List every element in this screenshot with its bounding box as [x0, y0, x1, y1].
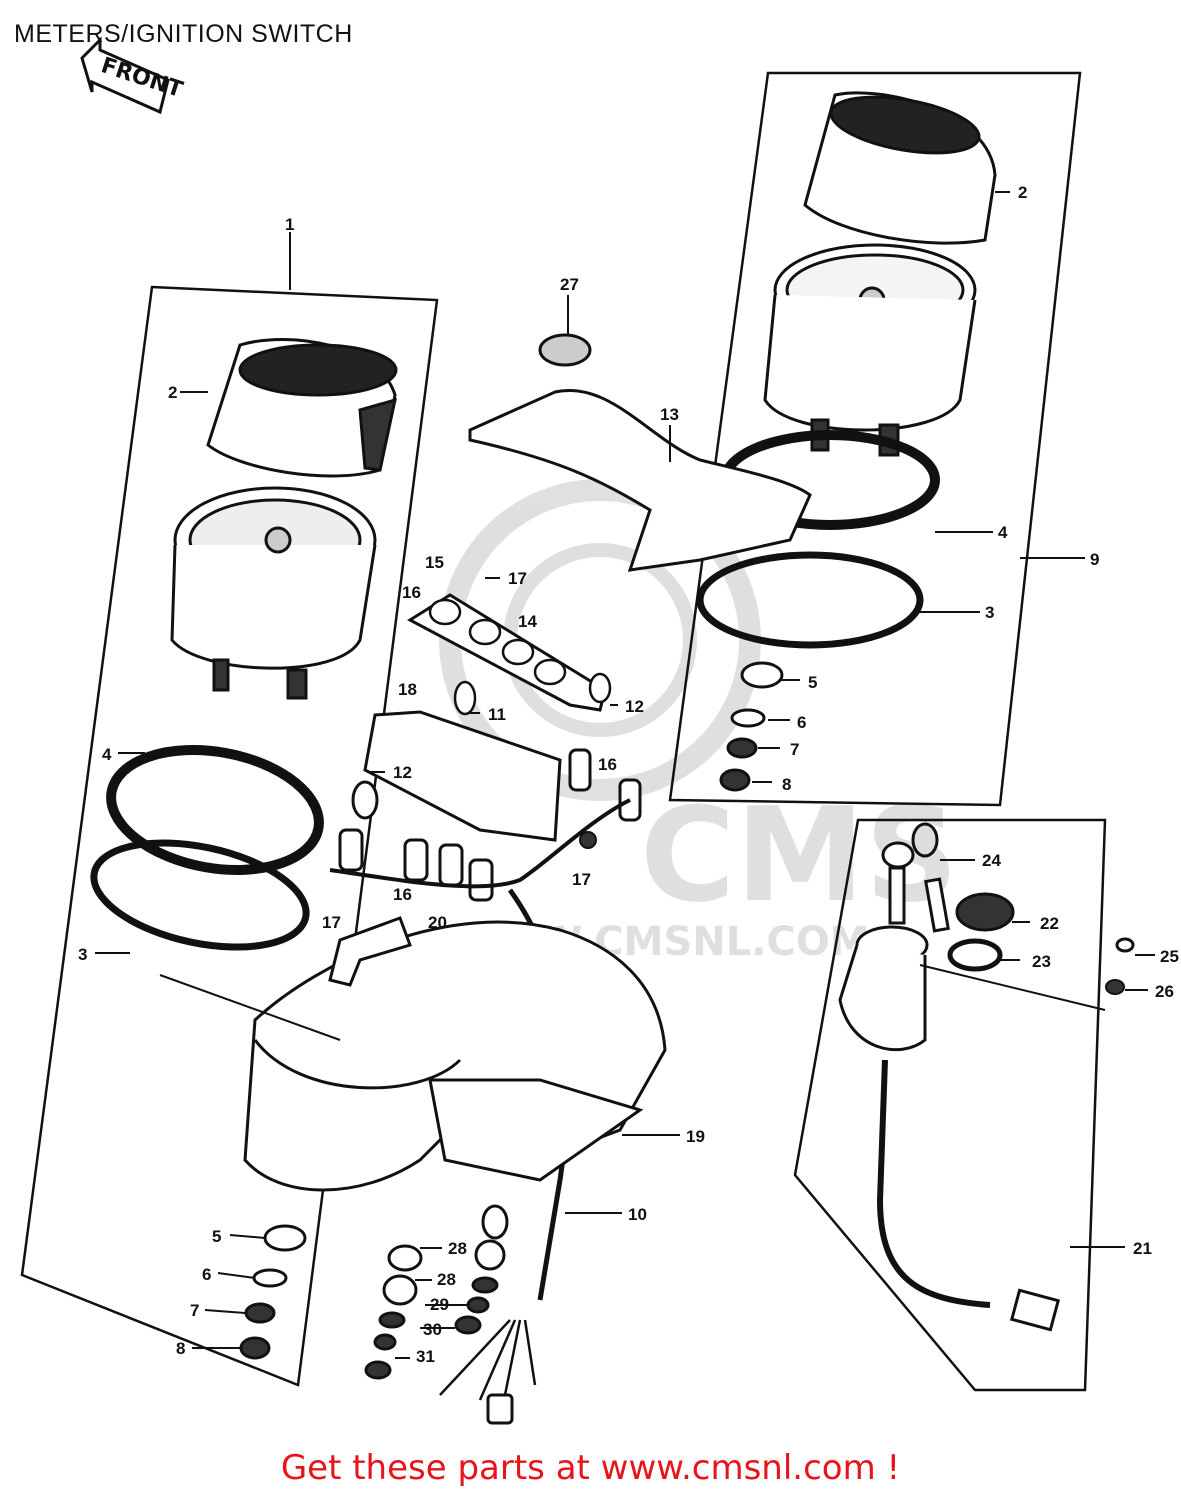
callout-14: 14: [518, 612, 537, 631]
meter-cover-right: [803, 91, 997, 245]
page-title: METERS/IGNITION SWITCH: [14, 20, 353, 48]
callout-22: 22: [1040, 914, 1059, 933]
callout-17-a: 17: [508, 569, 527, 588]
callout-6-right: 6: [797, 713, 806, 732]
ignition-switch-assembly-outline: [793, 818, 1107, 1392]
fastener-stack-right: [719, 661, 784, 792]
nut-26: [1105, 979, 1125, 995]
callout-15: 15: [425, 553, 444, 572]
callout-10: 10: [628, 1205, 647, 1224]
callout-23: 23: [1032, 952, 1051, 971]
callout-25: 25: [1160, 947, 1179, 966]
callout-30: 30: [423, 1320, 442, 1339]
leader-lines: [95, 191, 1155, 1359]
callout-8-right: 8: [782, 775, 791, 794]
callout-11: 11: [488, 705, 506, 724]
callout-9: 9: [1090, 550, 1099, 569]
callout-5-right: 5: [808, 673, 817, 692]
footer-promo-link[interactable]: Get these parts at www.cmsnl.com !: [280, 1448, 901, 1488]
callout-24: 24: [982, 851, 1001, 870]
callout-6-left: 6: [202, 1265, 211, 1284]
ignition-washer: [947, 938, 1003, 972]
meter-cover-left: [206, 338, 398, 478]
meter-housing: [243, 920, 667, 1192]
callout-18: 18: [398, 680, 417, 699]
callout-2-left: 2: [168, 383, 177, 402]
callout-12-b: 12: [393, 763, 412, 782]
wire-harness-connector: [439, 1319, 537, 1425]
mount-stack: [364, 1204, 509, 1380]
screw-25: [1115, 937, 1135, 953]
callout-5-left: 5: [212, 1227, 221, 1246]
callout-12-a: 12: [625, 697, 644, 716]
callout-26: 26: [1155, 982, 1174, 1001]
cmsnl-watermark: CMS WWW.CMSNL.COM: [439, 479, 958, 965]
callout-3-right: 3: [985, 603, 994, 622]
callout-20: 20: [428, 913, 447, 932]
callout-31: 31: [416, 1347, 435, 1366]
callout-27: 27: [560, 275, 579, 294]
ignition-keys: [881, 822, 950, 933]
ignition-nut: [955, 892, 1015, 932]
callout-17-c: 17: [322, 913, 341, 932]
callout-13: 13: [660, 405, 679, 424]
callout-4-left: 4: [102, 745, 112, 764]
indicator-bulbs: [428, 598, 612, 716]
ignition-switch: [838, 925, 1061, 1332]
fastener-stack-left: [239, 1224, 307, 1360]
speedometer-left: [170, 486, 377, 700]
callout-21: 21: [1133, 1239, 1152, 1258]
callout-7-left: 7: [190, 1301, 199, 1320]
callout-3-left: 3: [78, 945, 87, 964]
callout-7-right: 7: [790, 740, 799, 759]
bolt-17: [579, 831, 597, 849]
callout-16-a: 16: [402, 583, 421, 602]
callout-19: 19: [686, 1127, 705, 1146]
bracket-20: [328, 916, 412, 987]
cap-27: [538, 333, 592, 367]
callout-28-a: 28: [448, 1239, 467, 1258]
exploded-parts-diagram: CMS WWW.CMSNL.COM FRONT: [20, 36, 1179, 1425]
callout-4-right: 4: [998, 523, 1008, 542]
callout-2-right: 2: [1018, 183, 1027, 202]
meter-rings-left: [90, 745, 324, 951]
front-arrow-icon: FRONT: [80, 36, 186, 115]
meter-bracket-plate: [468, 388, 812, 572]
callout-29: 29: [430, 1295, 449, 1314]
callout-16-b: 16: [598, 755, 617, 774]
callout-8-left: 8: [176, 1339, 185, 1358]
tachometer-right: [763, 243, 977, 457]
callout-labels: 1 2 2 3 3 4 4 5 5 6 6 7 7 8 8 9 10 11 12…: [78, 183, 1179, 1366]
speedometer-assembly-outline: [20, 285, 439, 1387]
callout-28-b: 28: [437, 1270, 456, 1289]
callout-16-c: 16: [393, 885, 412, 904]
callout-1: 1: [285, 215, 294, 234]
socket-bracket: [363, 710, 562, 842]
callout-17-b: 17: [572, 870, 591, 889]
